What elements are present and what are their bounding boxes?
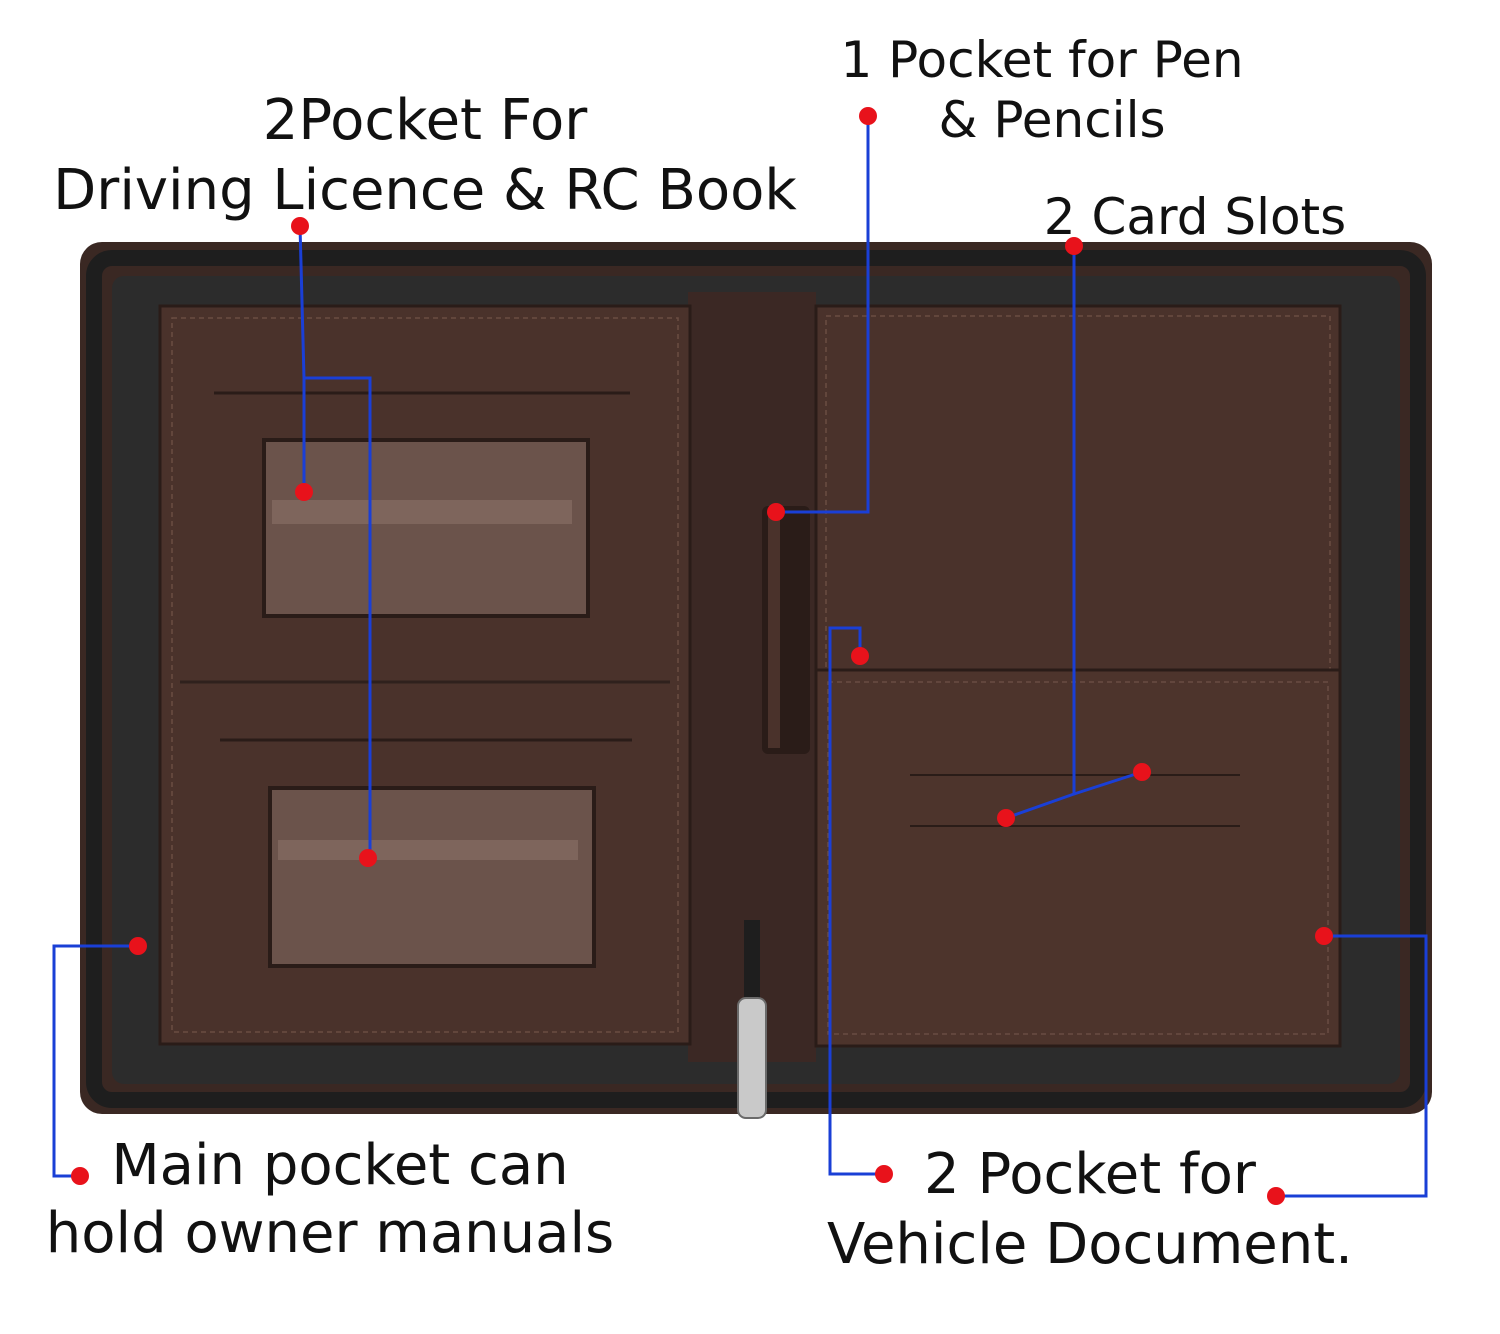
marker-dot xyxy=(291,217,309,235)
marker-dot xyxy=(1267,1187,1285,1205)
marker-dots xyxy=(71,107,1333,1205)
licence-window-bottom xyxy=(268,786,596,968)
card-slots-text: 2 Card Slots xyxy=(1043,188,1347,246)
marker-dot xyxy=(295,483,313,501)
marker-dot xyxy=(997,809,1015,827)
marker-dot xyxy=(1133,763,1151,781)
left-panel-stitching xyxy=(171,317,679,1033)
marker-dot xyxy=(1315,927,1333,945)
marker-dot xyxy=(767,503,785,521)
vehicle-document-callout: 2 Pocket for Vehicle Document. xyxy=(810,1140,1370,1280)
leader-line-card-branch xyxy=(1073,770,1143,796)
zipper-pull-icon xyxy=(737,997,767,1119)
driving-callout-line2: Driving Licence & RC Book xyxy=(53,158,797,223)
main-callout-line1: Main pocket can xyxy=(111,1133,569,1198)
leader-line-pen xyxy=(776,116,870,514)
vehicle-callout-line2: Vehicle Document. xyxy=(827,1212,1353,1277)
marker-dot xyxy=(1065,237,1083,255)
right-upper-panel xyxy=(814,304,1342,688)
main-callout-line2: hold owner manuals xyxy=(45,1201,615,1267)
leader-line-driving xyxy=(298,225,372,858)
right-lower-panel xyxy=(814,668,1342,1048)
leader-lines xyxy=(52,116,1428,1198)
leader-line-main xyxy=(52,944,138,1178)
right-lower-stitching xyxy=(827,681,1329,1035)
marker-dot xyxy=(859,107,877,125)
pen-callout: 1 Pocket for Pen & Pencils xyxy=(832,30,1252,150)
marker-dot xyxy=(851,647,869,665)
marker-dot xyxy=(71,1167,89,1185)
window-shine xyxy=(278,840,578,860)
driving-licence-callout: 2Pocket For Driving Licence & RC Book xyxy=(30,86,820,226)
licence-window-top xyxy=(262,438,590,618)
pen-callout-line2: & Pencils xyxy=(938,91,1166,149)
pen-callout-line1: 1 Pocket for Pen xyxy=(840,31,1244,89)
marker-dot xyxy=(359,849,377,867)
pen-loop-highlight xyxy=(768,512,780,748)
card-slots-callout: 2 Card Slots xyxy=(1020,186,1370,249)
driving-callout-line1: 2Pocket For xyxy=(262,88,588,153)
main-pocket-callout: Main pocket can hold owner manuals xyxy=(40,1132,620,1269)
window-shine xyxy=(272,500,572,524)
marker-dot xyxy=(129,937,147,955)
leader-line-vehicle-right xyxy=(1276,934,1428,1198)
vehicle-callout-line1: 2 Pocket for xyxy=(924,1142,1256,1207)
leader-line-vehicle-left xyxy=(828,626,884,1176)
marker-dot xyxy=(875,1165,893,1183)
